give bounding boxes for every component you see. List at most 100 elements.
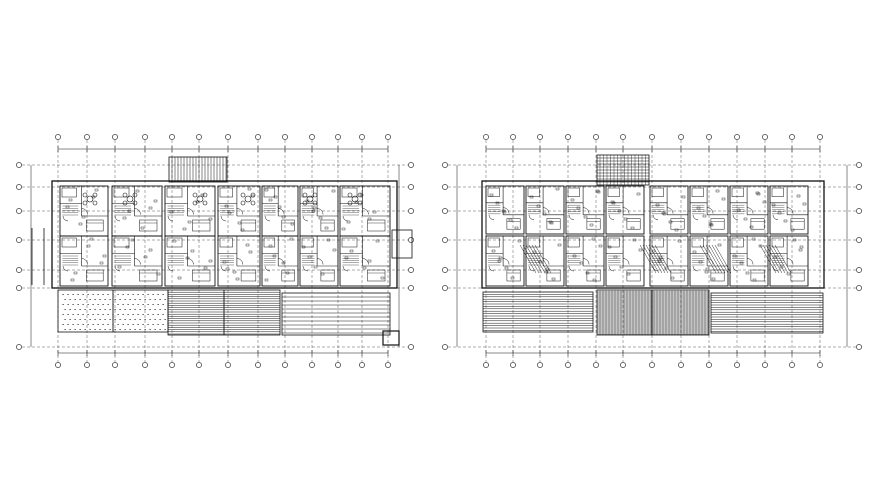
grid-bubble-top <box>537 134 543 140</box>
annotation-mark <box>182 227 187 231</box>
annotation-mark <box>517 239 522 243</box>
paving-dot <box>92 314 94 315</box>
annotation-mark <box>771 203 776 207</box>
stair-diagonal <box>528 244 546 274</box>
grid-bubble-top <box>734 134 740 140</box>
annotation-mark <box>549 221 554 225</box>
annotation-mark <box>200 193 205 197</box>
paving-dot <box>69 299 71 300</box>
grid-bubble-top <box>762 134 768 140</box>
right-lower-room <box>525 235 565 287</box>
door-swing <box>732 265 739 272</box>
paving-dot <box>159 329 161 330</box>
chair-icon <box>192 200 198 206</box>
paving-dot <box>102 324 104 325</box>
door-swing <box>667 207 674 214</box>
door-swing <box>62 215 69 222</box>
paving-dot <box>162 314 164 315</box>
annotation-mark <box>598 244 603 248</box>
paving-dot <box>94 309 96 310</box>
paving-dot <box>149 329 151 330</box>
grid-bubble-top <box>255 134 261 140</box>
fixture-rect <box>771 187 784 197</box>
door-swing <box>503 258 510 265</box>
annotation-mark <box>81 215 86 219</box>
hatch-border <box>281 292 391 336</box>
annotation-mark <box>332 248 337 252</box>
paving-dot <box>127 294 129 295</box>
fixture-rect <box>567 187 580 197</box>
fixture-rect <box>771 237 784 248</box>
paving-dot <box>107 324 109 325</box>
annotation-mark <box>557 243 562 247</box>
door-swing <box>114 265 121 272</box>
chair-icon <box>302 192 308 198</box>
right-deck-hatch-center <box>596 289 710 336</box>
left-terrace-hatch <box>281 292 391 336</box>
stair-diagonal <box>522 244 540 274</box>
paving-dot <box>142 304 144 305</box>
annotation-mark <box>122 216 127 220</box>
paving-dot <box>67 304 69 305</box>
room-outline <box>485 235 525 287</box>
room-outline <box>649 235 689 287</box>
annotation-mark <box>796 194 801 198</box>
grid-bubble-bottom <box>510 362 516 368</box>
room-outline <box>59 235 109 287</box>
chair-icon <box>92 192 98 198</box>
door-swing <box>568 214 575 221</box>
annotation-mark <box>86 244 91 248</box>
bed-rect <box>192 219 211 232</box>
fixture-rect <box>527 237 540 248</box>
annotation-mark <box>237 221 242 225</box>
annotation-mark <box>89 237 94 241</box>
room-outline <box>605 235 645 287</box>
bed-rect <box>139 269 158 282</box>
annotation-mark <box>362 266 367 270</box>
annotation-mark <box>570 198 575 202</box>
room-outline <box>565 235 605 287</box>
paving-dot <box>74 319 76 320</box>
fixture-rect <box>651 187 664 197</box>
bed-rect <box>586 218 601 230</box>
fixture-rect <box>263 187 276 198</box>
bed-rect <box>670 218 685 230</box>
paving-dot <box>74 309 76 310</box>
fixture-rect <box>607 237 620 248</box>
annotation-mark <box>185 256 190 260</box>
paving-dot <box>79 299 81 300</box>
grid-bubble-right <box>408 162 414 168</box>
bed-rect <box>750 269 765 282</box>
door-swing <box>81 258 88 265</box>
paving-dot <box>132 294 134 295</box>
annotation-mark <box>320 272 325 276</box>
grid-bubble-bottom <box>335 362 341 368</box>
annotation-mark <box>736 208 741 212</box>
paving-dot <box>114 299 116 300</box>
paving-dot <box>99 299 101 300</box>
paving-dot <box>152 324 154 325</box>
paving-dot <box>92 304 94 305</box>
room-outline <box>111 235 163 287</box>
annotation-mark <box>169 210 174 214</box>
paving-dot <box>157 324 159 325</box>
annotation-mark <box>662 212 667 216</box>
paving-dot <box>77 324 79 325</box>
grid-bubble-right <box>408 184 414 190</box>
chair-icon <box>240 192 246 198</box>
paving-dot <box>139 299 141 300</box>
grid-bubble-left <box>442 285 448 291</box>
hatch-border <box>710 292 824 334</box>
paving-dot <box>82 324 84 325</box>
paving-dot <box>107 294 109 295</box>
grid-bubble-left <box>442 344 448 350</box>
annotation-mark <box>225 267 230 271</box>
bed-rect <box>710 269 725 282</box>
table-icon <box>306 195 314 203</box>
chair-icon <box>312 192 318 198</box>
fixture-rect <box>651 237 664 248</box>
annotation-mark <box>709 223 714 227</box>
paving-dot <box>67 314 69 315</box>
paving-dot <box>94 329 96 330</box>
